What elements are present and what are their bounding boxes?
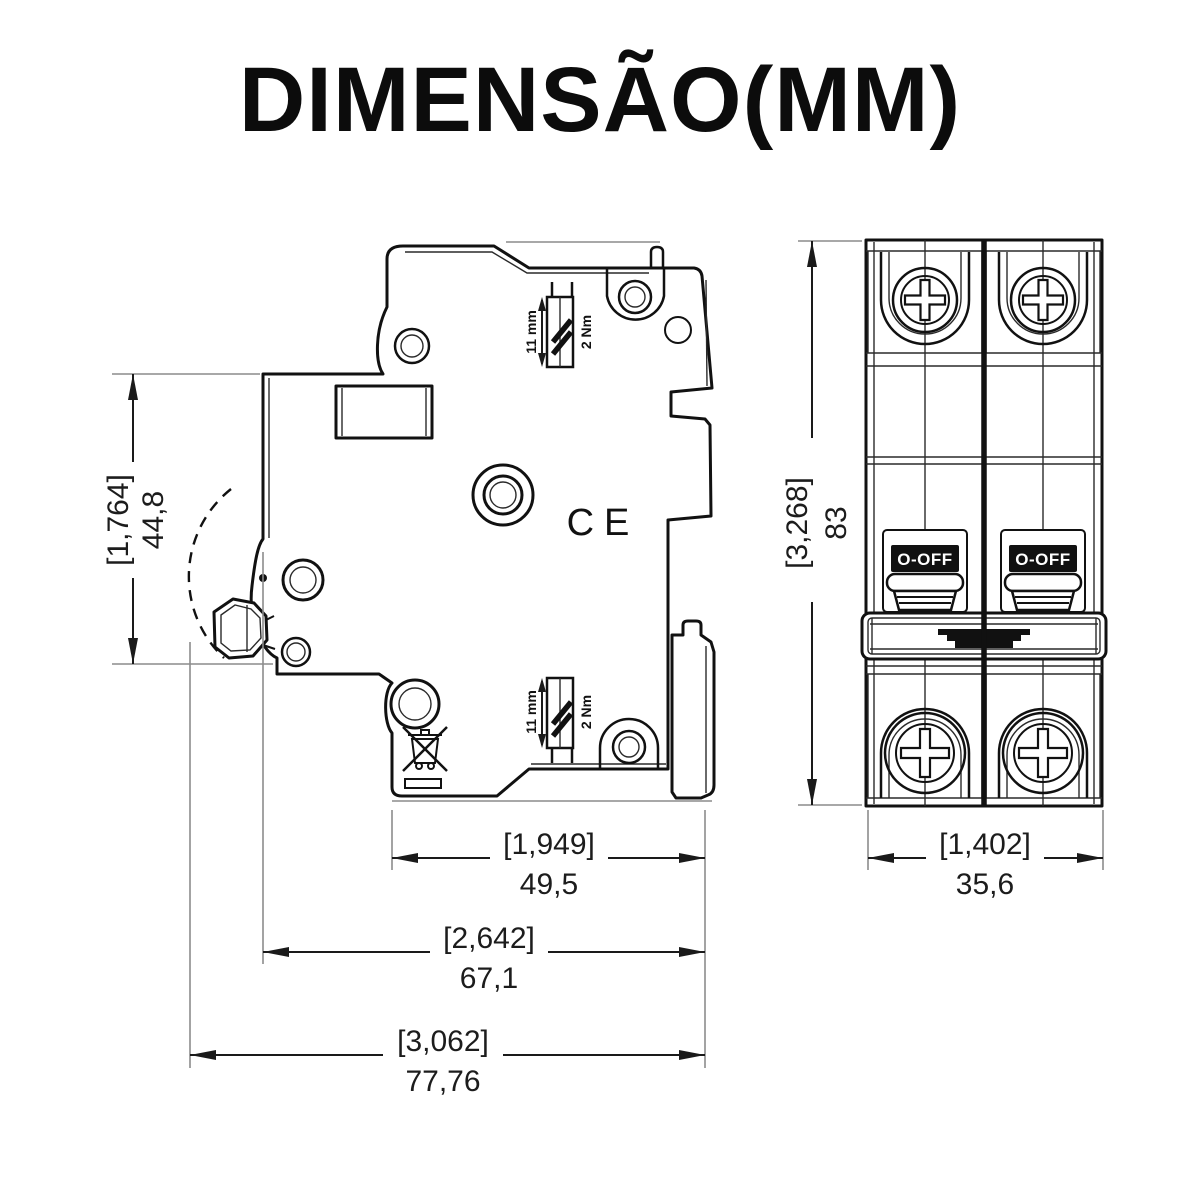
dim-mm-value: 49,5 xyxy=(520,868,578,901)
side-mounting-hole-top-left xyxy=(393,327,431,365)
dim-mm-value: 77,76 xyxy=(405,1065,480,1098)
strip-length-label: 11 mm xyxy=(523,690,539,734)
front-view: O-OFF O-OFF xyxy=(860,238,1108,808)
side-toggle-lever xyxy=(187,488,325,668)
dim-bracket-value: [1,949] xyxy=(503,828,595,861)
side-view: CE xyxy=(187,241,716,802)
dim-bracket-value: [1,402] xyxy=(939,828,1031,861)
dim-side-depth-total: [3,062] 77,76 xyxy=(190,1025,705,1098)
dim-front-width: [1,402] 35,6 xyxy=(868,828,1103,901)
terminal-detail-bottom: 11 mm 2 Nm xyxy=(523,676,594,763)
side-inner-top-line xyxy=(405,251,649,274)
side-mounting-hole-bottom-right xyxy=(598,717,660,769)
side-center-rivet xyxy=(471,463,535,527)
side-small-hole xyxy=(664,316,692,344)
pole1-off-label: O-OFF xyxy=(897,550,952,569)
torque-label: 2 Nm xyxy=(578,315,594,349)
torque-label: 2 Nm xyxy=(578,695,594,729)
dim-mm-value: 67,1 xyxy=(460,962,518,995)
side-mounting-hole-bottom-left xyxy=(389,678,441,730)
lever-knob xyxy=(212,597,269,660)
side-top-tab xyxy=(649,245,665,268)
pole2-handle-label-plate xyxy=(1009,545,1077,572)
dim-front-height: [3,268] 83 xyxy=(781,241,853,805)
terminal-detail-top: 11 mm 2 Nm xyxy=(523,282,594,369)
terminal-screw xyxy=(883,711,967,795)
lever-swing-arc xyxy=(187,488,232,659)
side-label-window xyxy=(334,384,434,440)
terminal-screw xyxy=(1001,711,1085,795)
dim-side-height: [1,764] 44,8 xyxy=(102,374,170,664)
dimension-annotations: [1,764] 44,8 [3,268] 83 [1,949] 49,5 xyxy=(102,240,1104,1098)
strip-length-label: 11 mm xyxy=(523,310,539,354)
pole2-handle: O-OFF xyxy=(1000,529,1086,613)
side-hole-below-pivot xyxy=(280,636,312,668)
dim-bracket-value: [1,764] xyxy=(102,474,135,566)
side-mounting-hole-top-right xyxy=(605,268,666,321)
dim-bracket-value: [2,642] xyxy=(443,922,535,955)
ce-mark: CE xyxy=(567,502,640,544)
dim-side-depth-with-handle: [2,642] 67,1 xyxy=(263,922,705,995)
pole2-off-label: O-OFF xyxy=(1015,550,1070,569)
weee-bar xyxy=(404,778,442,789)
weee-crossed-bin-icon xyxy=(402,726,448,789)
dim-mm-value: 83 xyxy=(820,506,853,539)
pole1-handle: O-OFF xyxy=(882,529,968,613)
page-title: DIMENSÃO(MM) xyxy=(238,49,962,151)
dim-mm-value: 35,6 xyxy=(956,868,1014,901)
pole1-handle-label-plate xyxy=(891,545,959,572)
dim-bracket-value: [3,062] xyxy=(397,1025,489,1058)
side-inner-right-line xyxy=(705,279,708,387)
dim-bracket-value: [3,268] xyxy=(781,477,814,569)
side-body-outline xyxy=(249,244,714,798)
extension-lines xyxy=(112,240,1104,1068)
dim-side-depth-body: [1,949] 49,5 xyxy=(392,828,705,901)
din-rail-clip xyxy=(670,619,716,800)
dim-mm-value: 44,8 xyxy=(137,491,170,549)
lever-pivot-hole xyxy=(281,558,325,602)
